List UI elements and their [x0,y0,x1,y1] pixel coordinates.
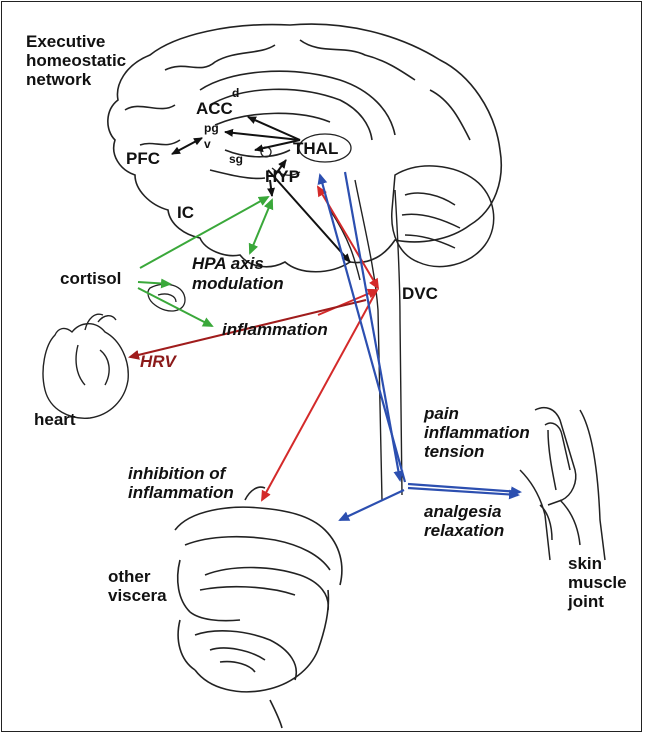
label-sg: sg [229,153,243,166]
label-inhibition-line1: inhibition of [128,465,225,484]
muscle-joint-outline [520,408,605,560]
label-pfc: PFC [126,150,160,169]
label-viscera-line2: viscera [108,587,167,606]
label-analgesia-line1: analgesia [424,503,502,522]
adrenal-shape [148,284,185,311]
label-ic: IC [177,204,194,223]
heart-outline [43,314,128,418]
executive-line2: homeostatic [26,52,126,71]
label-d: d [232,87,239,100]
label-skin-line1: skin [568,555,602,574]
label-hpa-line1: HPA axis [192,255,264,274]
executive-line1: Executive [26,33,105,52]
label-heart: heart [34,411,76,430]
label-hrv: HRV [140,353,176,372]
label-pain-line1: pain [424,405,459,424]
label-v: v [204,138,211,151]
label-dvc: DVC [402,285,438,304]
label-hyp: HYP [265,168,300,187]
label-pain-line3: tension [424,443,484,462]
blue-arrows [320,172,520,520]
label-skin-line2: muscle [568,574,627,593]
viscera-outline [175,487,342,728]
label-hpa-line2: modulation [192,275,284,294]
label-pain-line2: inflammation [424,424,530,443]
executive-line3: network [26,71,91,90]
label-thal: THAL [293,140,338,159]
cerebellum-outline [392,166,494,267]
label-acc: ACC [196,100,233,119]
label-inflammation: inflammation [222,321,328,340]
red-arrows [262,187,378,500]
label-cortisol: cortisol [60,270,121,289]
label-pg: pg [204,122,219,135]
label-analgesia-line2: relaxation [424,522,504,541]
label-inhibition-line2: inflammation [128,484,234,503]
label-skin-line3: joint [568,593,604,612]
label-viscera-line1: other [108,568,151,587]
